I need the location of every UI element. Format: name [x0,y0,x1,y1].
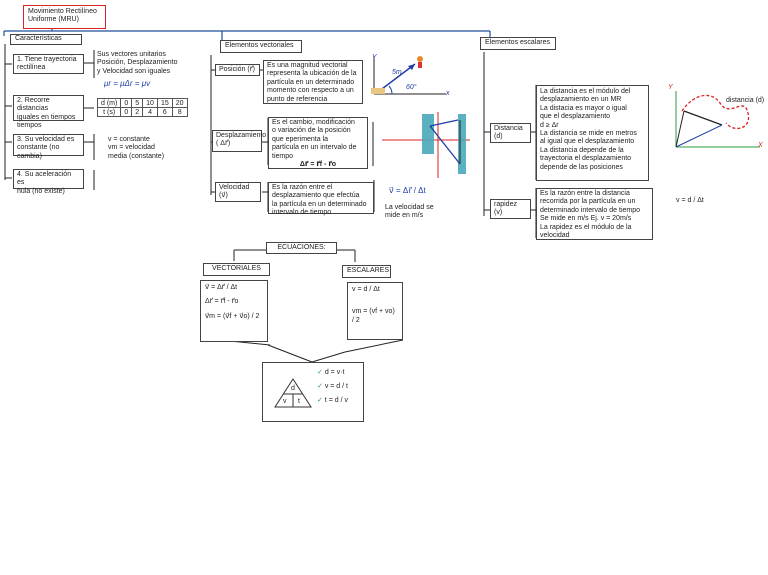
table-cell: 6 [156,107,173,117]
escalares-label: Elementos escalares [485,39,550,46]
eq-velocidad: v⃗ = Δr⃗ / Δt [205,284,238,291]
handwritten-unit-vectors: μr = μΔr = μv [104,79,151,88]
table-cell: 0 [120,107,133,117]
table-cell: 4 [142,107,158,117]
escalares-eq-label: ESCALARES [347,267,390,274]
velocidad-formula: v⃗ = Δr⃗ / Δt [389,186,426,195]
table-cell: 0 [120,98,133,108]
caracteristica-item-3-note: v = constante vm = velocidad media (cons… [108,136,165,160]
caracteristica-item-2: 2. Recorre distancias iguales en tiempos… [13,95,84,129]
formula-d: d = v·t [324,369,345,376]
table-cell: 20 [171,98,188,108]
desplazamiento-name: Desplazamiento ( Δr⃗) [216,132,267,148]
caracteristica-item-1-note: Sus vectores unitarios Posición, Desplaz… [97,51,178,75]
desplazamiento-desc-box: Es el cambio, modificación o variación d… [268,117,368,169]
velocidad-desc: Es la razón entre el desplazamiento que … [272,184,367,217]
velocidad-note: La velocidad se mide en m/s [385,204,434,220]
table-cell: 2 [131,107,144,117]
data-table: d (m) 0 5 10 15 20 t (s) 0 2 4 6 8 [96,98,188,117]
posicion-name: Posición (r⃗) [219,66,255,73]
distancia-sketch-y: Y [668,84,673,91]
vectoriales-eq-box: v⃗ = Δr⃗ / Δt Δr⃗ = r⃗f - r⃗o v⃗m = (v⃗f… [200,280,268,342]
vector-item-posicion: Posición (r⃗) [215,64,260,76]
distancia-name: Distancia (d) [494,125,523,141]
table-cell: 15 [156,98,173,108]
main-title: Movimiento Rectilíneo Uniforme (MRU) [28,8,97,24]
desplazamiento-desc: Es el cambio, modificación o variación d… [272,119,357,160]
vectoriales-eq-header: VECTORIALES [203,263,270,276]
check-icon: ✓ [317,397,323,405]
posicion-sketch [371,56,446,95]
rapidez-name: rapidez (v) [494,201,517,217]
rapidez-formula: v = d / Δt [676,197,704,204]
escalar-item-rapidez: rapidez (v) [490,199,531,219]
caracteristica-item-1: 1. Tiene trayectoria rectilínea [13,54,84,74]
check-icon: ✓ [317,383,323,391]
vectoriales-eq-label: VECTORIALES [212,265,261,272]
distancia-sketch-label: distancia (d) [726,97,765,104]
formula-triangle [274,378,312,408]
table-cell: d (m) [96,98,122,108]
vector-item-desplazamiento: Desplazamiento ( Δr⃗) [212,130,266,152]
caracteristica-item-4: 4. Su aceleración es nula (no existe) [13,169,84,195]
sketch-angle-label: 60° [406,84,417,91]
distancia-sketch [675,91,760,148]
triangle-top: d [291,385,295,392]
posicion-desc-box: Es una magnitud vectorial representa la … [263,60,363,104]
desplazamiento-formula: Δr⃗ = r⃗f - r⃗o [299,160,337,168]
triangle-right: t [298,398,300,405]
escalares-header: Elementos escalares [480,37,556,50]
rapidez-desc: Es la razón entre la distancia recorrida… [540,190,641,239]
caracteristicas-label: Características [15,35,62,42]
sketch-dist-label: 5m [392,69,402,76]
rapidez-desc-box: Es la razón entre la distancia recorrida… [536,188,653,240]
triangle-box: d v t ✓ d = v·t ✓ v = d / t ✓ t = d / v [262,362,364,422]
posicion-desc: Es una magnitud vectorial representa la … [267,62,357,103]
eq-rapidez: v = d / Δt [352,286,380,293]
escalares-eq-box: v = d / Δt vm = (vf + vo) / 2 [347,282,403,340]
vectoriales-label: Elementos vectoriales [225,42,294,49]
distancia-desc: La distancia es el módulo del desplazami… [540,88,637,171]
velocidad-name: Velocidad (v⃗) [219,184,250,200]
table-cell: 5 [131,98,144,108]
sketch-y-label: Y [372,54,377,61]
distancia-desc-box: La distancia es el módulo del desplazami… [536,85,649,181]
ecuaciones-header: ECUACIONES: [266,242,337,254]
eq-velocidad-media: v⃗m = (v⃗f + v⃗o) / 2 [205,312,260,320]
caracteristicas-header: Características [10,34,82,45]
escalares-eq-header: ESCALARES [342,265,391,278]
desplazamiento-sketch [382,112,470,178]
caracteristica-item-4-label: 4. Su aceleración es nula (no existe) [17,171,72,195]
distancia-sketch-x: X [758,142,763,149]
table-cell: t (s) [96,107,122,117]
escalar-item-distancia: Distancia (d) [490,123,531,143]
table-cell: 10 [142,98,158,108]
table-cell: 8 [171,107,188,117]
velocidad-desc-box: Es la razón entre el desplazamiento que … [268,182,374,217]
vector-item-velocidad: Velocidad (v⃗) [215,182,261,202]
caracteristica-item-3-label: 3. Su velocidad es constante (no cambia) [17,136,75,160]
ecuaciones-label: ECUACIONES: [277,244,326,251]
eq-desplazamiento: Δr⃗ = r⃗f - r⃗o [205,298,239,306]
main-title-box: Movimiento Rectilíneo Uniforme (MRU) [23,5,106,29]
triangle-left: v [283,398,287,405]
sketch-x-label: x [446,90,450,97]
caracteristica-item-1-label: 1. Tiene trayectoria rectilínea [17,56,77,72]
caracteristica-item-3: 3. Su velocidad es constante (no cambia) [13,134,84,160]
formula-t: t = d / v [324,397,348,405]
eq-rapidez-media: vm = (vf + vo) / 2 [352,308,395,324]
triangle-formulas: ✓ d = v·t ✓ v = d / t ✓ t = d / v [317,369,348,405]
check-icon: ✓ [317,369,323,376]
caracteristica-item-2-label: 2. Recorre distancias iguales en tiempos… [17,97,76,130]
formula-v: v = d / t [324,383,348,391]
vectoriales-header: Elementos vectoriales [220,40,302,53]
